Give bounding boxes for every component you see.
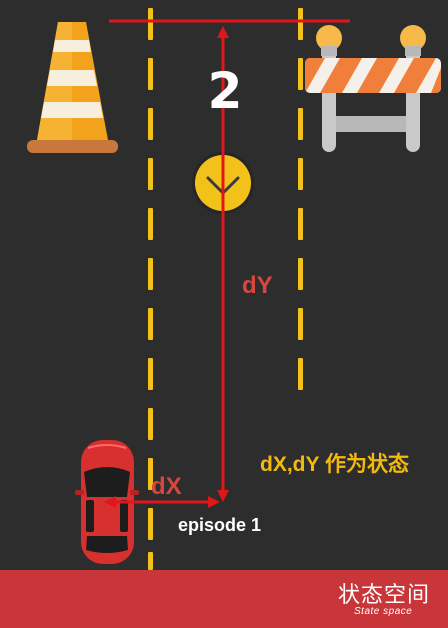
- dy-label: dY: [242, 272, 273, 299]
- road-barrier-icon: [305, 25, 441, 152]
- road: [27, 8, 441, 570]
- brand-subtitle: State space: [354, 606, 413, 617]
- traffic-cone-icon: [27, 22, 118, 153]
- episode-label: episode 1: [178, 515, 262, 535]
- footer-bar: [0, 570, 448, 628]
- lane-right: [298, 8, 303, 390]
- lane-left: [148, 8, 153, 570]
- dy-measure-line: [109, 19, 350, 502]
- brand-title: 状态空间: [338, 583, 431, 608]
- dx-label: dX: [151, 473, 182, 500]
- state-description: dX,dY 作为状态: [260, 453, 409, 476]
- dx-measure-line: [104, 496, 220, 508]
- step-counter: 2: [207, 62, 243, 120]
